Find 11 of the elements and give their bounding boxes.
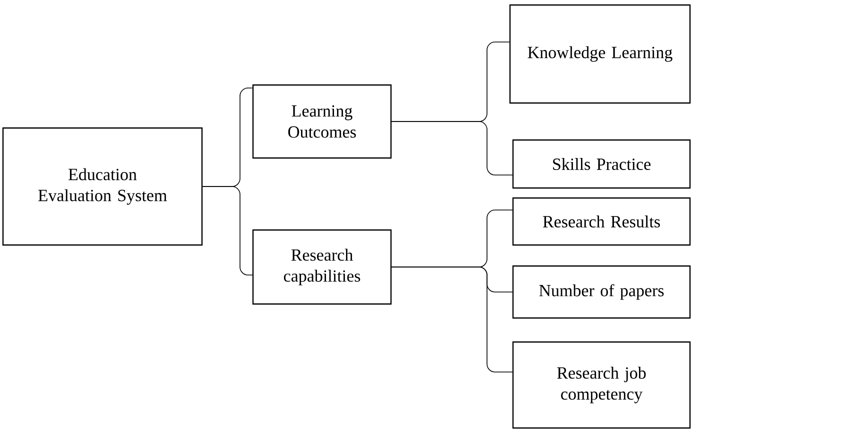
category-box: Number of papers	[512, 265, 691, 319]
category-box: Research capabilities	[252, 229, 392, 305]
category-box: Research job competency	[512, 341, 691, 429]
category-box: Skills Practice	[512, 139, 691, 189]
bracket-connector	[391, 121, 513, 176]
category-box: Knowledge Learning	[509, 4, 691, 104]
category-box: Education Evaluation System	[2, 127, 203, 246]
category-box: Learning Outcomes	[252, 84, 392, 159]
category-box: Research Results	[512, 197, 691, 246]
bracket-connector	[202, 186, 253, 276]
bracket-connector	[391, 266, 513, 372]
